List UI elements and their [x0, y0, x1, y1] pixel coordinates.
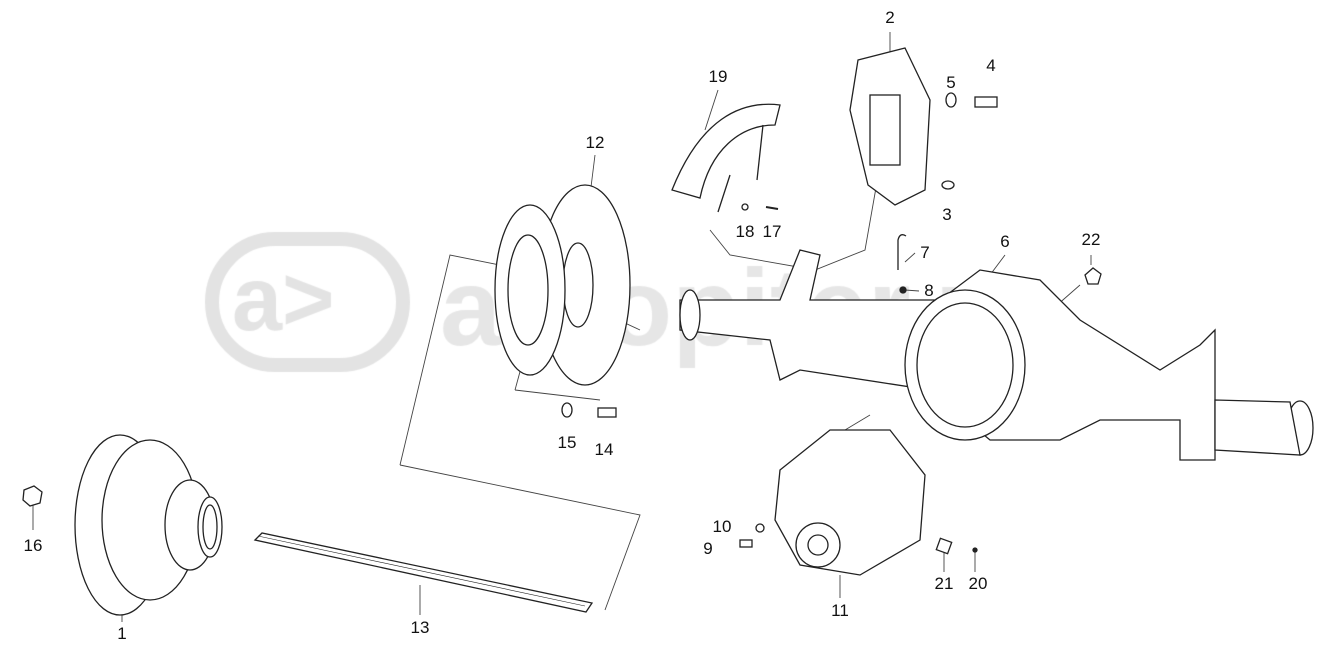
mud-guard	[671, 103, 781, 213]
callout-21: 21	[934, 574, 954, 593]
bolt-14	[597, 407, 617, 418]
bolt-17	[765, 206, 779, 210]
callout-14: 14	[594, 440, 614, 459]
callout-9: 9	[703, 539, 713, 558]
plug-22	[1084, 267, 1102, 285]
gasket-21	[935, 537, 953, 555]
callout-16: 16	[23, 536, 43, 555]
callout-22: 22	[1081, 230, 1101, 249]
callout-5: 5	[946, 73, 956, 92]
callout-13: 13	[410, 618, 430, 637]
washer-5	[945, 92, 957, 108]
axle-housing	[679, 249, 1314, 461]
callout-19: 19	[708, 67, 728, 86]
callout-18: 18	[735, 222, 755, 241]
callout-4: 4	[986, 56, 996, 75]
hook-7	[897, 234, 907, 270]
plug-20	[972, 547, 978, 553]
nut-16	[22, 485, 43, 507]
washer-10	[755, 523, 765, 533]
callout-6: 6	[1000, 232, 1010, 251]
callout-12: 12	[585, 133, 605, 152]
bolt-9	[739, 539, 753, 548]
brake-caliper	[849, 47, 931, 206]
washer-15	[561, 402, 573, 418]
washer-18	[741, 203, 749, 211]
callout-2: 2	[885, 8, 895, 27]
callout-3: 3	[942, 205, 952, 224]
callout-15: 15	[557, 433, 577, 452]
axle-shaft	[253, 532, 594, 613]
callout-20: 20	[968, 574, 988, 593]
callout-17: 17	[762, 222, 782, 241]
brake-disc	[494, 184, 631, 386]
bolt-4	[974, 96, 998, 108]
wheel-hub	[74, 434, 223, 616]
bleeder-3	[941, 180, 955, 190]
callout-11: 11	[831, 601, 849, 620]
differential-carrier	[774, 429, 926, 576]
callout-1: 1	[117, 624, 127, 643]
callout-7: 7	[920, 243, 930, 262]
callout-8: 8	[924, 281, 934, 300]
callout-10: 10	[712, 517, 732, 536]
nut-8	[899, 286, 907, 294]
